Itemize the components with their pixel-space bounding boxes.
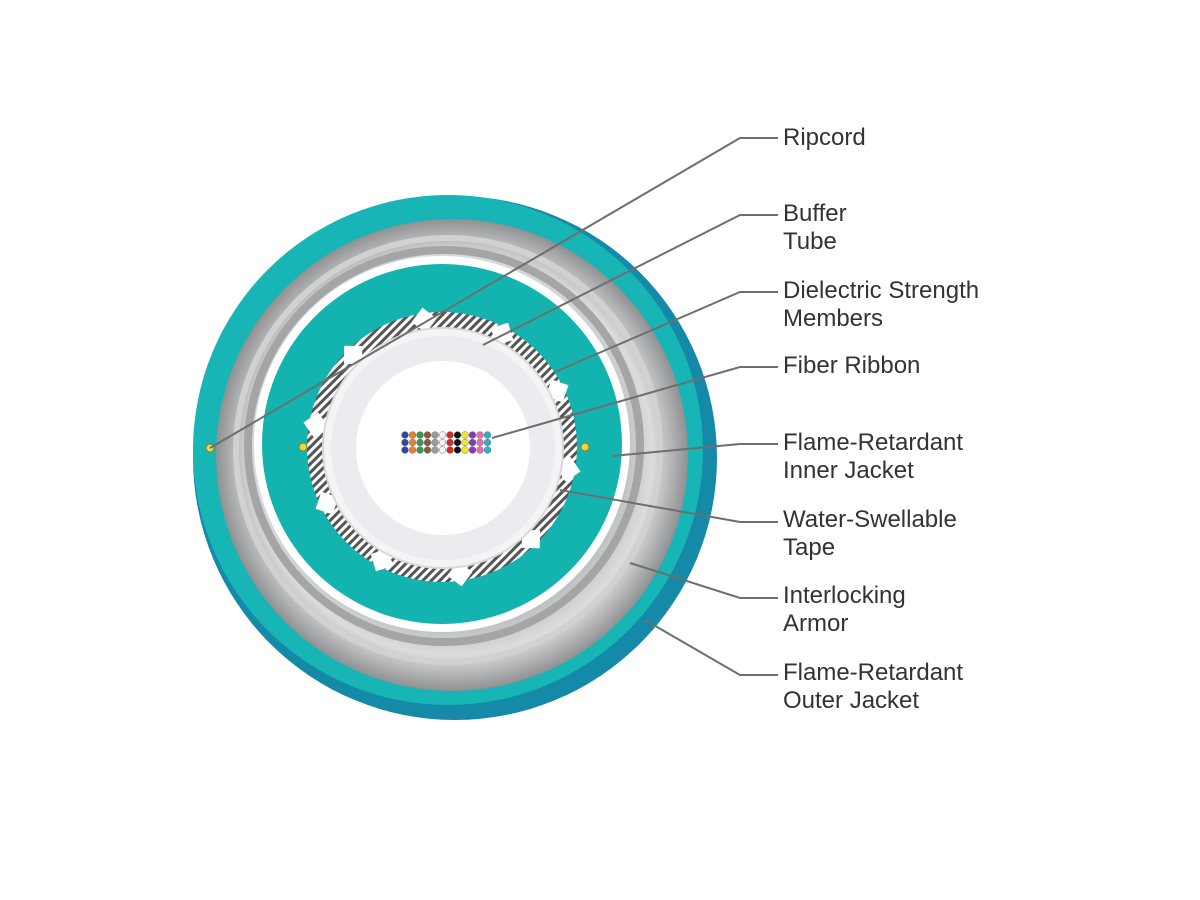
label-line: Armor: [783, 610, 849, 637]
fiber-strand: [416, 431, 424, 439]
leader-line-ripcord: [209, 137, 778, 449]
fiber-strand: [446, 446, 454, 454]
fiber-strand: [431, 446, 439, 454]
armor-ring-highlight: [233, 235, 663, 665]
fiber-strand: [453, 446, 462, 454]
fiber-strand: [468, 438, 477, 447]
fiber-strand: [416, 446, 424, 454]
label-line: Members: [783, 305, 884, 332]
leader-lines: [209, 137, 778, 676]
fiber-strand: [401, 438, 409, 447]
fiber-strand: [476, 431, 484, 439]
fiber-strand: [431, 438, 439, 447]
fiber-strand: [438, 431, 447, 439]
fiber-strand: [476, 446, 484, 454]
label-interlocking-armor: Interlocking Armor: [783, 582, 906, 638]
label-line: Outer Jacket: [783, 687, 920, 714]
label-line: Ripcord: [783, 124, 866, 151]
fiber-strand: [468, 446, 477, 454]
fiber-strand: [461, 431, 469, 439]
label-line: Tube: [783, 228, 837, 255]
leader-line-buffer-tube: [482, 214, 778, 346]
label-buffer-tube: Buffer Tube: [783, 200, 847, 256]
fiber-strand: [408, 438, 417, 447]
fiber-strand: [423, 438, 432, 447]
fiber-strand: [416, 438, 424, 447]
fiber-strand: [423, 446, 432, 454]
fiber-strand: [423, 431, 432, 439]
strength-member-gap: [303, 412, 329, 438]
leader-line-inner-jacket: [611, 443, 778, 457]
leader-line-interlocking-armor: [629, 562, 778, 599]
label-line: Interlocking: [783, 582, 906, 609]
fiber-strand: [476, 438, 484, 447]
fiber-strand: [401, 431, 409, 439]
fiber-strand: [401, 446, 409, 454]
fiber-strand: [408, 446, 417, 454]
label-fiber-ribbon: Fiber Ribbon: [783, 352, 920, 380]
fiber-strand: [461, 438, 469, 447]
fiber-strand: [453, 438, 462, 447]
fiber-strand: [446, 431, 454, 439]
fiber-strand: [446, 438, 454, 447]
label-line: Flame-Retardant: [783, 659, 964, 686]
fiber-strand: [483, 438, 492, 447]
fiber-strand: [408, 431, 417, 439]
ripcord-marker: [298, 442, 308, 452]
label-line: Flame-Retardant: [783, 429, 964, 456]
label-line: Water-Swellable: [783, 506, 957, 533]
fiber-strand: [483, 446, 492, 454]
fiber-strand: [483, 431, 492, 439]
label-ripcord: Ripcord: [783, 124, 866, 152]
label-line: Fiber Ribbon: [783, 352, 921, 379]
fiber-strand: [438, 438, 447, 447]
leader-line-dielectric-strength-members: [554, 291, 778, 373]
fiber-strand: [431, 431, 439, 439]
ripcord-marker: [580, 442, 590, 452]
label-line: Tape: [783, 534, 836, 561]
label-flame-retardant-inner-jacket: Flame-Retardant Inner Jacket: [783, 429, 963, 485]
fiber-strand: [438, 446, 447, 454]
leader-line-outer-jacket: [644, 619, 778, 676]
fiber-strand: [468, 431, 477, 439]
label-water-swellable-tape: Water-Swellable Tape: [783, 506, 957, 562]
armor-ring-highlight: [244, 246, 644, 646]
label-flame-retardant-outer-jacket: Flame-Retardant Outer Jacket: [783, 659, 963, 715]
label-dielectric-strength-members: Dielectric Strength Members: [783, 277, 979, 333]
label-line: Inner Jacket: [783, 457, 914, 484]
fiber-strand: [461, 446, 469, 454]
strength-member-gap: [343, 345, 363, 365]
fiber-ribbon: [401, 431, 492, 454]
label-line: Dielectric Strength: [783, 277, 980, 304]
leader-line-fiber-ribbon: [491, 366, 778, 439]
fiber-strand: [453, 431, 462, 439]
leader-line-water-swellable-tape: [559, 489, 778, 523]
label-line: Buffer: [783, 200, 847, 227]
